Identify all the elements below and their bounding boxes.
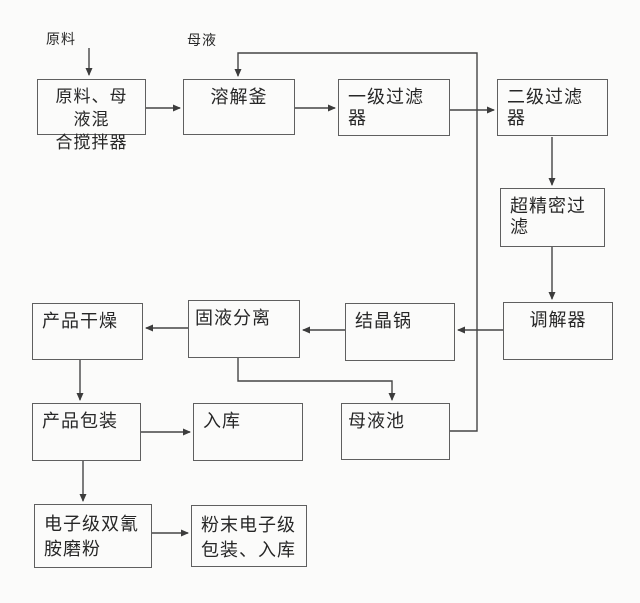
node-dicyandiamide-grinder-line2: 胺磨粉 — [44, 539, 101, 559]
node-product-dryer-label: 产品干燥 — [42, 311, 118, 331]
node-product-dryer: 产品干燥 — [32, 303, 143, 360]
node-powder-packaging-warehouse-line1: 粉末电子级 — [201, 515, 296, 535]
node-mixer-line1: 原料、母液混 — [55, 87, 128, 129]
node-regulator-label: 调解器 — [529, 310, 587, 330]
node-solid-liquid-separator-label: 固液分离 — [195, 308, 271, 328]
node-dicyandiamide-grinder: 电子级双氰 胺磨粉 — [34, 504, 152, 568]
node-solid-liquid-separator: 固液分离 — [188, 300, 300, 358]
node-mixer-line2: 合搅拌器 — [55, 133, 128, 152]
node-regulator: 调解器 — [503, 302, 613, 360]
label-mother-liquor: 母液 — [187, 34, 217, 49]
node-ultra-precision-filter-label: 超精密过滤 — [510, 196, 586, 237]
node-powder-packaging-warehouse-line2: 包装、入库 — [201, 540, 296, 560]
node-mother-liquor-pool: 母液池 — [341, 403, 450, 460]
node-crystallizer: 结晶锅 — [345, 303, 455, 361]
label-raw-material: 原料 — [46, 33, 76, 48]
node-crystallizer-label: 结晶锅 — [355, 311, 412, 331]
node-dissolver-label: 溶解釜 — [210, 87, 268, 107]
node-second-stage-filter-label: 二级过滤器 — [507, 87, 583, 128]
node-second-stage-filter: 二级过滤器 — [497, 79, 608, 136]
node-dissolver: 溶解釜 — [183, 79, 295, 135]
node-first-stage-filter-label: 一级过滤器 — [348, 87, 424, 128]
node-first-stage-filter: 一级过滤器 — [338, 79, 450, 136]
node-product-packaging-label: 产品包装 — [42, 411, 118, 431]
node-warehouse: 入库 — [193, 403, 303, 461]
node-mother-liquor-pool-label: 母液池 — [348, 411, 405, 431]
node-ultra-precision-filter: 超精密过滤 — [500, 188, 605, 247]
node-mixer: 原料、母液混 合搅拌器 — [37, 79, 146, 152]
node-dicyandiamide-grinder-line1: 电子级双氰 — [44, 514, 139, 534]
node-powder-packaging-warehouse: 粉末电子级 包装、入库 — [191, 505, 307, 567]
node-warehouse-label: 入库 — [203, 411, 241, 431]
node-product-packaging: 产品包装 — [32, 403, 141, 461]
